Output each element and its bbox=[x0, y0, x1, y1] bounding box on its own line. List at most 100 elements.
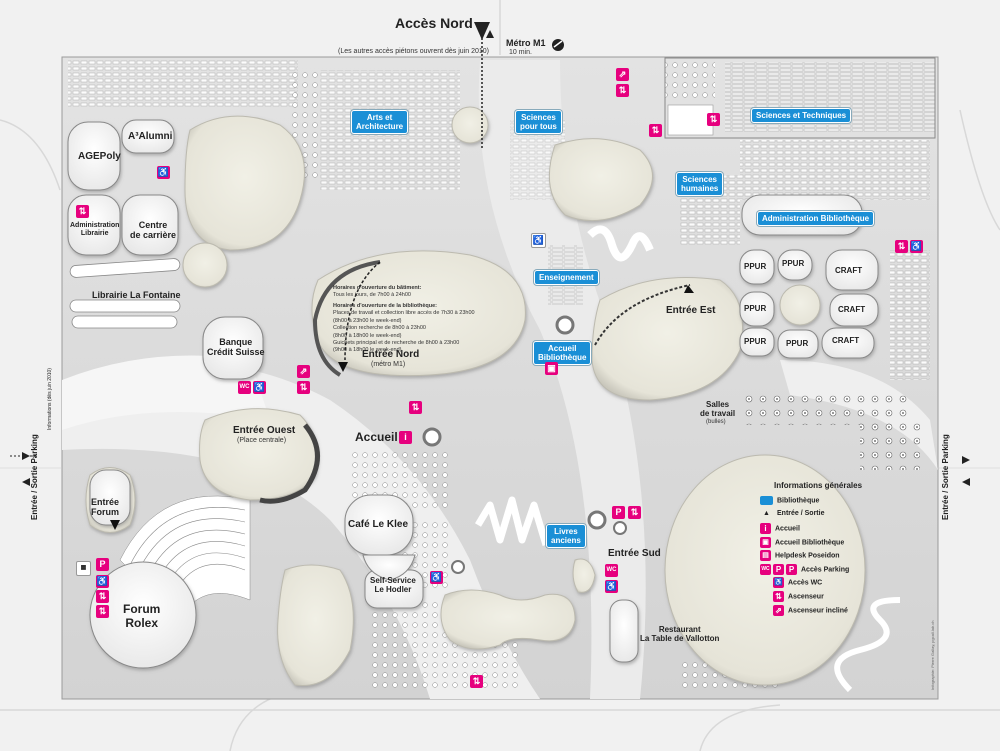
box-forum-rolex bbox=[89, 561, 197, 669]
box-craft bbox=[825, 249, 879, 291]
ppur-label: PPUR bbox=[786, 339, 809, 348]
incline-lift-icon: ⇗ bbox=[616, 68, 629, 81]
lift-icon: ⇅ bbox=[409, 401, 422, 414]
box-restaurant bbox=[609, 599, 639, 663]
a3alumni-label: A³Alumni bbox=[128, 131, 173, 142]
zone-enseignement: Enseignement bbox=[534, 270, 599, 286]
legend-label: Entrée / Sortie bbox=[777, 510, 825, 517]
salles-sub: (bulles) bbox=[706, 419, 726, 425]
legend-item: Bibliothèque bbox=[760, 496, 819, 505]
craft-label: CRAFT bbox=[832, 336, 860, 345]
box-ppur bbox=[777, 329, 819, 359]
parking-icon: P bbox=[612, 506, 625, 519]
entree-ouest-label: Entrée Ouest bbox=[233, 425, 296, 436]
lift-icon: ⇅ bbox=[96, 605, 109, 618]
ramp-arc bbox=[594, 284, 691, 346]
librairie-shelf bbox=[69, 299, 181, 313]
parking-icon: P bbox=[96, 558, 109, 571]
ppur-label: PPUR bbox=[744, 262, 767, 271]
legend-label: Accueil Bibliothèque bbox=[775, 539, 845, 547]
legend-item: ▲Entrée / Sortie bbox=[760, 510, 824, 517]
lift-icon: ⇅ bbox=[895, 240, 908, 253]
patio bbox=[548, 138, 653, 222]
wc-icon: ▦ bbox=[76, 561, 91, 576]
legend-item: ⇗Ascenseur incliné bbox=[773, 605, 848, 616]
lift-icon: ⇅ bbox=[470, 675, 483, 688]
admin-librairie-label: Administration Librairie bbox=[70, 222, 120, 238]
wheelchair-icon: ♿ bbox=[430, 571, 443, 584]
info-icon: i bbox=[760, 523, 771, 534]
hours-building-text: Tous les jours, de 7h00 à 24h00 bbox=[333, 292, 411, 299]
box-sciences-tech-office bbox=[667, 104, 714, 136]
zone-sciences-tech: Sciences et Techniques bbox=[751, 108, 852, 124]
legend-label: Accès Parking bbox=[801, 566, 850, 574]
hours-line: Guichets principal et de recherche de 8h… bbox=[333, 339, 460, 346]
ramp bbox=[587, 225, 654, 262]
librairie-label: Librairie La Fontaine bbox=[92, 290, 181, 300]
centre-carriere-label: Centre de carrière bbox=[130, 220, 177, 241]
lift-icon: ⇅ bbox=[297, 381, 310, 394]
lift-icon: ⇅ bbox=[76, 205, 89, 218]
reading-desks bbox=[68, 60, 298, 108]
box-banque bbox=[202, 316, 264, 380]
box-ppur bbox=[777, 249, 813, 281]
legend-label: Helpdesk Poseidon bbox=[775, 552, 840, 560]
walkway bbox=[478, 60, 646, 699]
box-carriere bbox=[121, 194, 179, 256]
legend-item: ▤Helpdesk Poseidon bbox=[760, 550, 840, 561]
sud-ring bbox=[451, 560, 465, 574]
ppur-label: PPUR bbox=[744, 304, 767, 313]
hours-line: Places de travail et collection libre ac… bbox=[333, 310, 475, 317]
box-ppur bbox=[739, 291, 775, 327]
legend-label: Ascenseur incliné bbox=[788, 607, 848, 615]
wheelchair-icon: ♿ bbox=[910, 240, 923, 253]
wc-icon: WC bbox=[238, 381, 251, 394]
ramp-arc bbox=[259, 423, 320, 504]
craft-label: CRAFT bbox=[838, 305, 866, 314]
ramp bbox=[834, 597, 901, 693]
entree-arrow bbox=[110, 520, 120, 530]
accueil-biblio-icon: ▣ bbox=[545, 362, 558, 375]
zone-sciences-hum: Sciences humaines bbox=[676, 172, 724, 197]
lift-icon: ⇅ bbox=[628, 506, 641, 519]
lift-icon: ⇅ bbox=[773, 591, 784, 602]
accueil-info-icon: i bbox=[399, 431, 412, 444]
parking-icon: P bbox=[786, 564, 797, 575]
accueil-ring bbox=[422, 427, 442, 447]
salles-label: Salles de travail bbox=[700, 400, 736, 419]
wheelchair-icon: ♿ bbox=[773, 577, 784, 588]
banque-label: Banque Crédit Suisse bbox=[207, 337, 265, 358]
reading-desks bbox=[890, 250, 930, 380]
livres-ring bbox=[587, 510, 607, 530]
wheelchair-icon: ♿ bbox=[96, 575, 109, 588]
sud-ring bbox=[613, 521, 627, 535]
restaurant-label: Restaurant La Table de Vallotton bbox=[640, 625, 720, 644]
librairie-shelf bbox=[71, 315, 178, 329]
walkway bbox=[780, 360, 938, 470]
patio bbox=[184, 115, 305, 251]
patio bbox=[572, 558, 596, 593]
opening-hours: Horaires d'ouverture du bâtiment: Tous l… bbox=[333, 285, 493, 355]
legend-label: Accès WC bbox=[788, 579, 823, 587]
legend-title: Informations générales bbox=[774, 481, 863, 490]
legend-label: Bibliothèque bbox=[777, 497, 820, 505]
lift-icon: ⇅ bbox=[649, 124, 662, 137]
metro-icon bbox=[552, 39, 564, 51]
forum-rolex-label: Forum Rolex bbox=[123, 602, 161, 630]
box-craft bbox=[821, 327, 875, 359]
box-ppur bbox=[739, 249, 775, 285]
legend-item: ▣Accueil Bibliothèque bbox=[760, 537, 844, 548]
box-forum bbox=[89, 469, 131, 526]
box-craft bbox=[829, 293, 879, 327]
legend-label: Ascenseur bbox=[788, 593, 824, 601]
patio bbox=[779, 284, 821, 326]
right-parking-label: Entrée / Sortie Parking bbox=[941, 434, 950, 520]
accueil-label: Accueil bbox=[355, 430, 398, 444]
zone-admin-biblio: Administration Bibliothèque bbox=[757, 211, 875, 227]
entree-arrow bbox=[684, 285, 694, 293]
box-a3alumni bbox=[121, 119, 175, 154]
north-metro-arrow bbox=[486, 30, 494, 38]
